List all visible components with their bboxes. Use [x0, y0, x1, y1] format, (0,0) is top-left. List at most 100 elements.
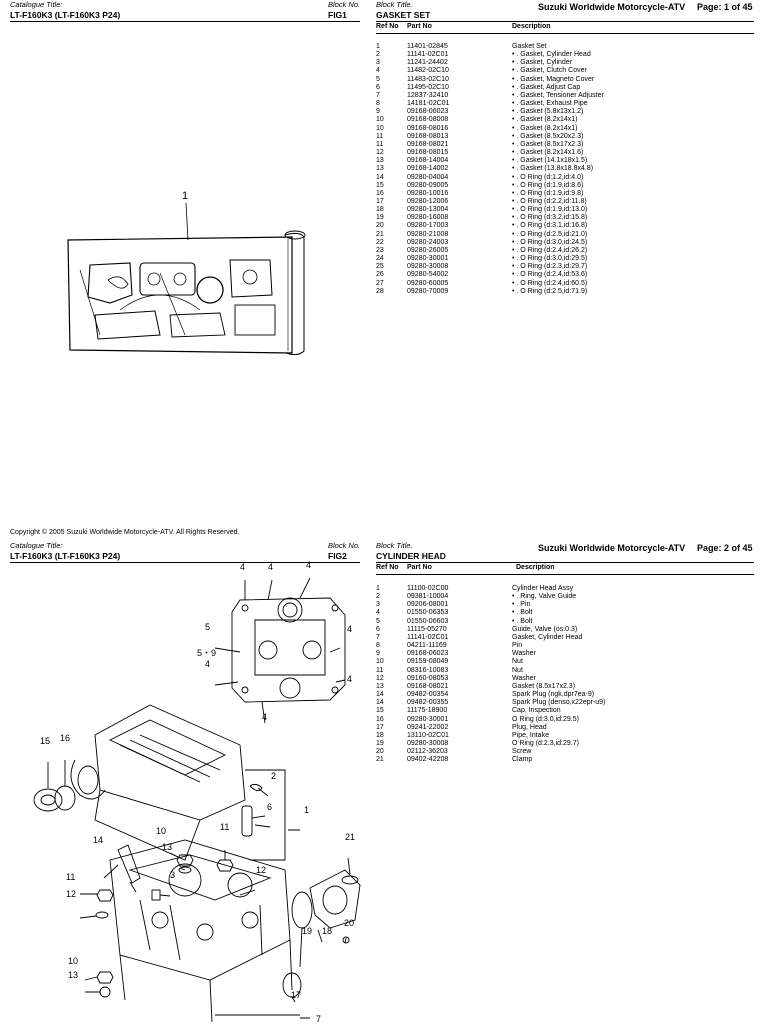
- description-cell: O Ring (d:3.0,id:29.5): [512, 715, 579, 723]
- description-cell: • . O Ring (d:2.4,id:26.2): [512, 246, 588, 254]
- callout-6: 6: [267, 802, 272, 812]
- part-no-cell: 04211-11169: [407, 642, 447, 650]
- part-no-cell: 09280-17003: [407, 222, 449, 230]
- part-no-cell: 09280-12006: [407, 197, 449, 205]
- column-part-no: Part No: [407, 23, 432, 30]
- part-no-cell: 09280-09005: [407, 181, 449, 189]
- ref-no-cell: 4: [376, 609, 380, 617]
- ref-no-cell: 28: [376, 287, 384, 295]
- callout-13: 13: [162, 842, 172, 852]
- column-description: Description: [512, 23, 551, 30]
- ref-no-cell: 14: [376, 691, 384, 699]
- description-cell: • . O Ring (d:2.3,id:29.7): [512, 263, 588, 271]
- description-cell: Plug, Head: [512, 723, 547, 731]
- part-no-cell: 01550-06353: [407, 609, 449, 617]
- ref-no-cell: 10: [376, 124, 384, 132]
- block-title-label: Block Title.: [376, 541, 413, 550]
- ref-no-cell: 21: [376, 756, 384, 764]
- description-cell: Spark Plug (denso,x22epr-u9): [512, 699, 606, 707]
- ref-no-cell: 19: [376, 214, 384, 222]
- part-no-cell: 11482-02C10: [407, 67, 449, 75]
- description-cell: • . Gasket (8.2x14x1): [512, 124, 578, 132]
- callout-13: 13: [68, 970, 78, 980]
- block-title-label: Block Title.: [376, 0, 413, 9]
- callout-11: 11: [66, 872, 75, 882]
- description-cell: • . Gasket (14.1x18x1.5): [512, 157, 588, 165]
- column-part-no: Part No: [407, 564, 432, 571]
- part-no-cell: 11483-02C10: [407, 75, 449, 83]
- part-no-cell: 12837-32410: [407, 91, 449, 99]
- description-cell: • . Pin: [512, 601, 531, 609]
- part-no-cell: 09168-08016: [407, 124, 449, 132]
- description-cell: O Ring (d:2.3,id:29.7): [512, 739, 579, 747]
- part-no-cell: 02112-36203: [407, 748, 448, 756]
- callout-1: 1: [182, 190, 188, 202]
- callout-2: 2: [271, 771, 276, 781]
- callout-17: 17: [291, 990, 301, 1000]
- header-rule-right: [376, 562, 754, 563]
- catalogue-title: LT-F160K3 (LT-F160K3 P24): [10, 551, 121, 561]
- description-cell: • . Gasket, Clutch Cover: [512, 67, 587, 75]
- part-no-cell: 09159-08049: [407, 658, 449, 666]
- callout-15: 15: [40, 736, 50, 746]
- column-header-rule: [376, 33, 754, 34]
- block-title: GASKET SET: [376, 10, 431, 20]
- part-no-cell: 09482-00355: [407, 699, 449, 707]
- table-row: 10 09168-08016 • . Gasket (8.2x14x1): [376, 125, 604, 133]
- description-cell: Pin: [512, 642, 523, 650]
- ref-no-cell: 11: [376, 140, 384, 148]
- header-rule-right: [376, 21, 754, 22]
- column-description: Description: [516, 564, 555, 571]
- callout-11: 11: [220, 822, 229, 832]
- callout-7: 7: [316, 1014, 321, 1024]
- catalogue-title: LT-F160K3 (LT-F160K3 P24): [10, 10, 121, 20]
- callout-21: 21: [345, 832, 355, 842]
- ref-no-cell: 3: [376, 601, 380, 609]
- description-cell: • . O Ring (d:1.9,id:13.0): [512, 206, 588, 214]
- description-cell: • . Bolt: [512, 609, 533, 617]
- description-cell: • . Gasket, Exhaust Pipe: [512, 100, 588, 108]
- part-no-cell: 09206-08001: [407, 601, 449, 609]
- description-cell: • . O Ring (d:2.4,id:60.5): [512, 279, 588, 287]
- part-no-cell: 11141-02C01: [407, 633, 449, 641]
- ref-no-cell: 6: [376, 625, 380, 633]
- callout-4: 4: [347, 674, 352, 684]
- ref-no-cell: 17: [376, 197, 384, 205]
- callout-20: 20: [344, 918, 354, 928]
- block-no: FIG1: [328, 10, 347, 20]
- ref-no-cell: 18: [376, 731, 384, 739]
- part-no-cell: 09168-08021: [407, 682, 449, 690]
- ref-no-cell: 10: [376, 116, 384, 124]
- header-rule-left: [10, 562, 360, 563]
- ref-no-cell: 6: [376, 83, 380, 91]
- block-no: FIG2: [328, 551, 347, 561]
- part-no-cell: 09280-26005: [407, 246, 449, 254]
- ref-no-cell: 2: [376, 593, 380, 601]
- ref-no-cell: 22: [376, 238, 384, 246]
- part-no-cell: 01550-06603: [407, 617, 449, 625]
- callout-19: 19: [302, 926, 312, 936]
- ref-no-cell: 13: [376, 165, 384, 173]
